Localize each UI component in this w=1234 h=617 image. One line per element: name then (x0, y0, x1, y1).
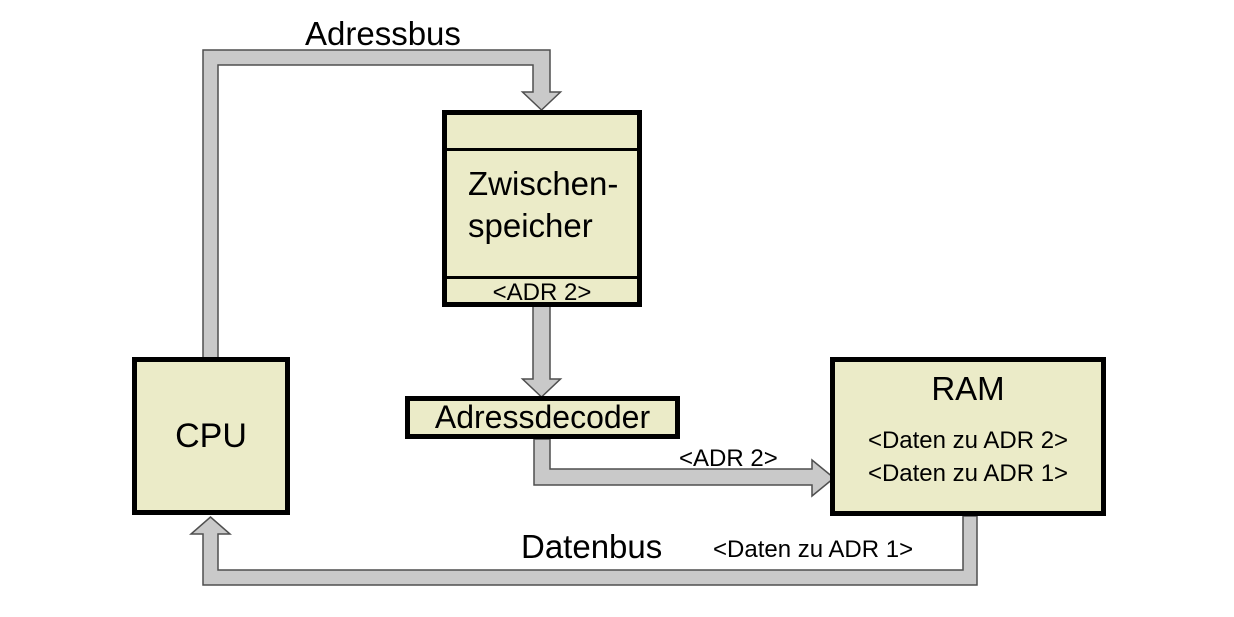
datenbus-arrow (188, 515, 978, 586)
zwischenspeicher-register-value: <ADR 2> (492, 279, 592, 306)
zwischenspeicher-empty-slot (447, 115, 637, 148)
ram-label: RAM (931, 370, 1005, 407)
adressdecoder-label: Adressdecoder (434, 399, 651, 435)
zwischenspeicher-register-slot: <ADR 2> (447, 279, 637, 307)
daten-zu-adr1-bus-label: <Daten zu ADR 1> (713, 536, 914, 563)
zwischenspeicher-label-line1: Zwischen- (468, 165, 619, 202)
zwischenspeicher-label: Zwischen- speicher (447, 151, 637, 276)
zwischenspeicher-divider-bottom (447, 276, 637, 279)
zwischenspeicher-box: Zwischen- speicher <ADR 2> (442, 110, 642, 307)
cpu-box: CPU (132, 357, 290, 515)
ram-row-adr2: <Daten zu ADR 2> (867, 427, 1069, 454)
adressdecoder-to-ram-arrow (533, 438, 836, 498)
adressbus-label: Adressbus (305, 15, 461, 52)
zwischenspeicher-to-adressdecoder-arrow (520, 304, 563, 399)
cpu-label: CPU (175, 416, 247, 455)
ram-box: RAM <Daten zu ADR 2> <Daten zu ADR 1> (830, 357, 1106, 516)
adressdecoder-box: Adressdecoder (405, 396, 680, 439)
adressbus-arrow (202, 49, 563, 359)
zwischenspeicher-label-line2: speicher (468, 207, 593, 244)
ram-contents: <Daten zu ADR 2> <Daten zu ADR 1> (868, 424, 1068, 490)
adr2-bus-label: <ADR 2> (679, 445, 778, 472)
ram-row-adr1: <Daten zu ADR 1> (867, 460, 1069, 487)
datenbus-label: Datenbus (521, 528, 663, 565)
zwischenspeicher-divider-top (447, 148, 637, 151)
